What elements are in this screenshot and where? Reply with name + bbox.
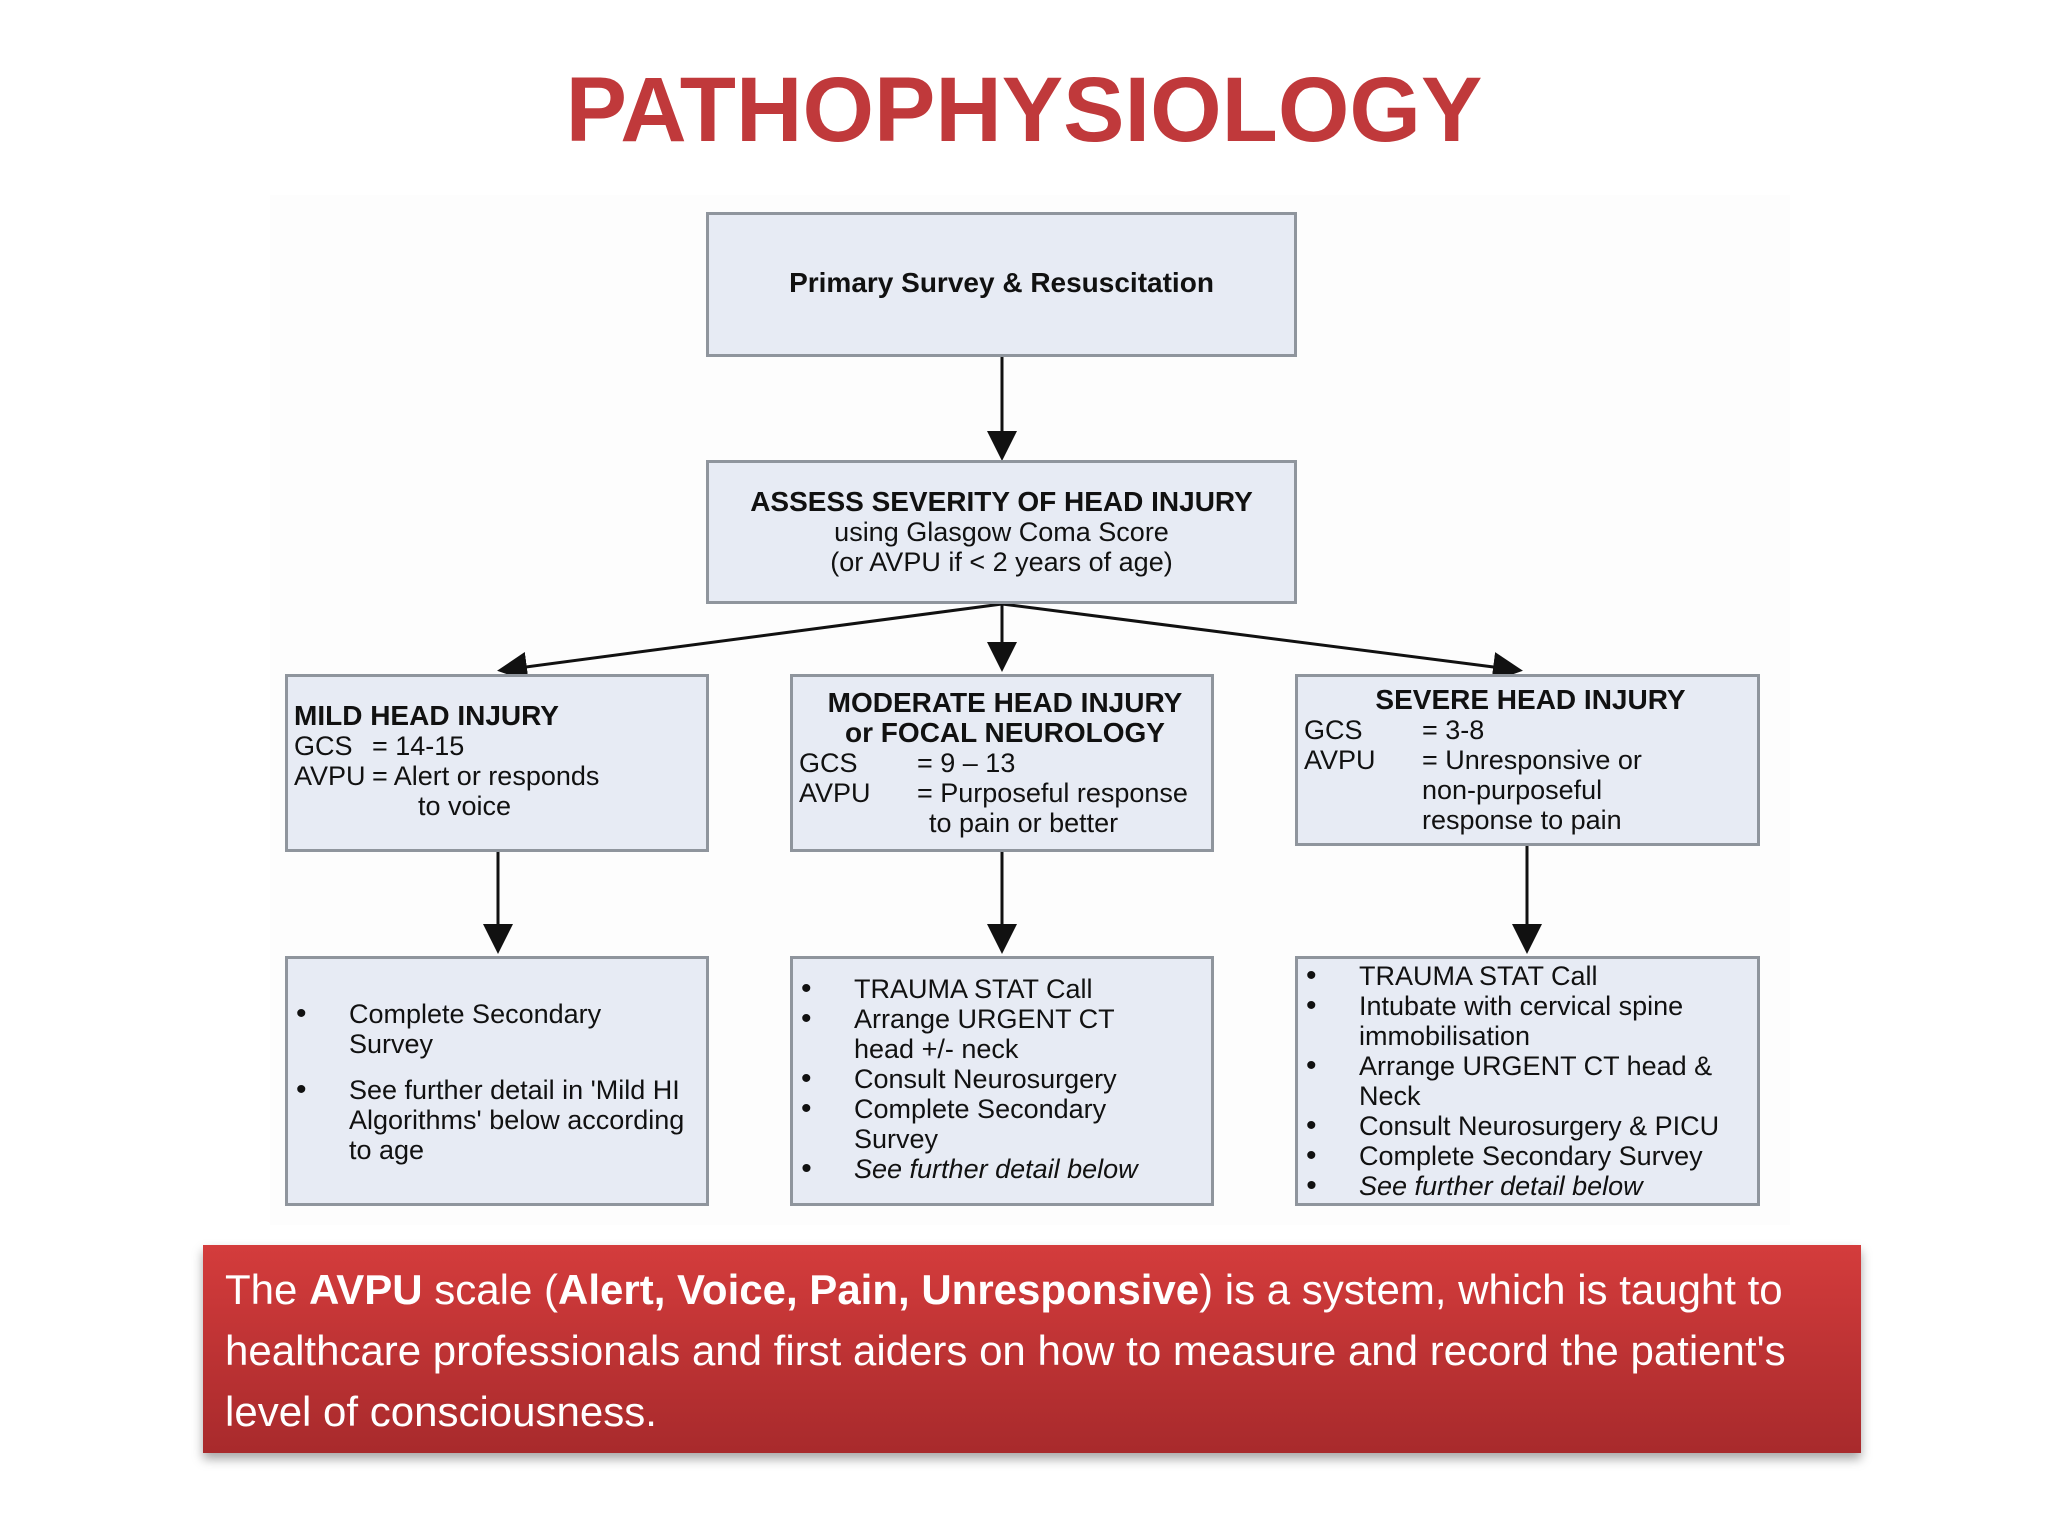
moderate-avpu-value: = Purposeful response: [917, 778, 1188, 808]
severe-actions-box: TRAUMA STAT Call Intubate with cervical …: [1295, 956, 1760, 1206]
mild-head-injury-box: MILD HEAD INJURY GCS = 14-15 AVPU = Aler…: [285, 674, 709, 852]
list-item: TRAUMA STAT Call: [797, 974, 1187, 1004]
mild-avpu-row: AVPU = Alert or responds: [294, 761, 706, 791]
severe-avpu-label: AVPU: [1304, 745, 1376, 775]
moderate-head-injury-box: MODERATE HEAD INJURY or FOCAL NEUROLOGY …: [790, 674, 1214, 852]
list-item: Consult Neurosurgery & PICU: [1302, 1111, 1753, 1141]
mild-avpu-value: = Alert or responds: [372, 761, 600, 791]
moderate-heading-1: MODERATE HEAD INJURY: [827, 687, 1183, 718]
moderate-gcs-value: = 9 – 13: [917, 748, 1016, 778]
banner-bold-scale: Alert, Voice, Pain, Unresponsive: [558, 1266, 1200, 1313]
list-item: TRAUMA STAT Call: [1302, 961, 1753, 991]
assess-line-1: using Glasgow Coma Score: [834, 517, 1169, 547]
list-item: See further detail in 'Mild HI Algorithm…: [292, 1075, 686, 1165]
mild-heading: MILD HEAD INJURY: [294, 700, 559, 731]
severe-gcs-value: = 3-8: [1422, 715, 1485, 745]
severe-gcs-row: GCS = 3-8: [1304, 715, 1757, 745]
moderate-avpu-cont: to pain or better: [929, 808, 1119, 838]
primary-survey-label: Primary Survey & Resuscitation: [789, 267, 1214, 298]
slide-title: PATHOPHYSIOLOGY: [565, 59, 1483, 161]
severe-heading: SEVERE HEAD INJURY: [1375, 684, 1686, 715]
moderate-avpu-row: AVPU = Purposeful response: [799, 778, 1211, 808]
moderate-gcs-label: GCS: [799, 748, 858, 778]
mild-avpu-cont: to voice: [418, 791, 512, 821]
mild-actions-box: Complete Secondary Survey See further de…: [285, 956, 709, 1206]
assess-severity-box: ASSESS SEVERITY OF HEAD INJURY using Gla…: [706, 460, 1297, 604]
mild-gcs-value: = 14-15: [372, 731, 465, 761]
mild-gcs-row: GCS = 14-15: [294, 731, 706, 761]
list-item: Complete Secondary Survey: [292, 999, 686, 1059]
assess-line-2: (or AVPU if < 2 years of age): [830, 547, 1173, 577]
banner-text-2: scale (: [422, 1266, 558, 1313]
list-item: Arrange URGENT CT head & Neck: [1302, 1051, 1753, 1111]
list-item: See further detail below: [797, 1154, 1187, 1184]
mild-actions-list: Complete Secondary Survey See further de…: [292, 999, 686, 1165]
mild-gcs-label: GCS: [294, 731, 353, 761]
banner-text-1: The: [225, 1266, 310, 1313]
moderate-avpu-label: AVPU: [799, 778, 871, 808]
severe-avpu-row: AVPU = Unresponsive or: [1304, 745, 1757, 775]
list-item: Complete Secondary Survey: [1302, 1141, 1753, 1171]
moderate-gcs-row: GCS = 9 – 13: [799, 748, 1211, 778]
moderate-actions-box: TRAUMA STAT Call Arrange URGENT CT head …: [790, 956, 1214, 1206]
severe-avpu-cont-1: non-purposeful: [1422, 775, 1603, 805]
list-item: Intubate with cervical spine immobilisat…: [1302, 991, 1753, 1051]
banner-bold-avpu: AVPU: [309, 1266, 423, 1313]
severe-actions-list: TRAUMA STAT Call Intubate with cervical …: [1302, 961, 1753, 1201]
list-item: Arrange URGENT CT head +/- neck: [797, 1004, 1187, 1064]
severe-avpu-value: = Unresponsive or: [1422, 745, 1642, 775]
severe-gcs-label: GCS: [1304, 715, 1363, 745]
list-item: See further detail below: [1302, 1171, 1753, 1201]
moderate-heading-2: or FOCAL NEUROLOGY: [845, 717, 1165, 748]
moderate-actions-list: TRAUMA STAT Call Arrange URGENT CT head …: [797, 974, 1187, 1184]
assess-heading: ASSESS SEVERITY OF HEAD INJURY: [750, 486, 1253, 517]
list-item: Complete Secondary Survey: [797, 1094, 1187, 1154]
severe-avpu-cont-2: response to pain: [1422, 805, 1622, 835]
avpu-definition-banner: The AVPU scale (Alert, Voice, Pain, Unre…: [203, 1245, 1861, 1453]
mild-avpu-label: AVPU: [294, 761, 366, 791]
severe-head-injury-box: SEVERE HEAD INJURY GCS = 3-8 AVPU = Unre…: [1295, 674, 1760, 846]
banner-text-3: ) is a system, which is taught to health…: [225, 1266, 1786, 1435]
primary-survey-box: Primary Survey & Resuscitation: [706, 212, 1297, 357]
list-item: Consult Neurosurgery: [797, 1064, 1187, 1094]
